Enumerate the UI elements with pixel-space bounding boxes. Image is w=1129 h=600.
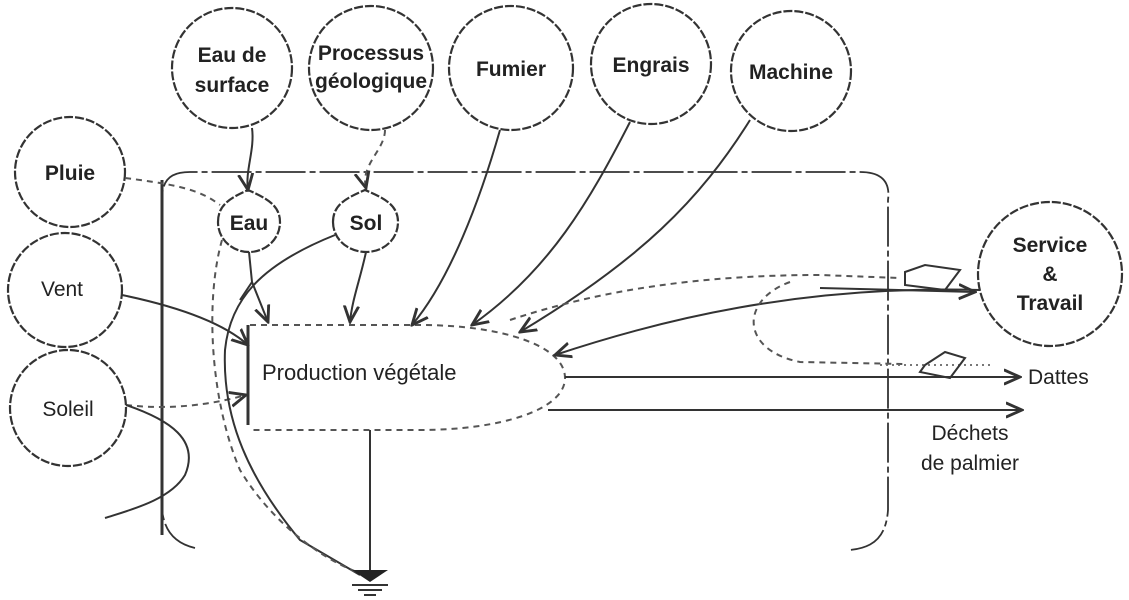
flow-sol-to-prod bbox=[350, 251, 367, 322]
flow-eau-drain bbox=[211, 239, 366, 576]
heat-sink-icon bbox=[352, 570, 388, 596]
exchange-symbol-top bbox=[904, 263, 962, 292]
flow-fumier bbox=[412, 129, 501, 325]
sol-label: Sol bbox=[350, 212, 383, 235]
storage-sol: Sol bbox=[331, 188, 400, 254]
source-fumier: Fumier bbox=[447, 4, 575, 132]
flow-eau-surface bbox=[247, 127, 252, 190]
flow-prod-to-service bbox=[509, 273, 901, 321]
flow-eau-to-prod bbox=[239, 251, 268, 322]
source-pluie: Pluie bbox=[13, 115, 127, 229]
soleil-label: Soleil bbox=[42, 398, 93, 421]
flow-vent bbox=[121, 294, 248, 345]
source-engrais: Engrais bbox=[589, 2, 713, 126]
flow-machine bbox=[520, 119, 751, 332]
machine-label: Machine bbox=[749, 61, 833, 84]
source-machine: Machine bbox=[729, 9, 853, 133]
service-label-1: Service bbox=[1013, 234, 1088, 257]
flow-service-arrow bbox=[819, 288, 975, 292]
dechets-label-1: Déchets bbox=[931, 422, 1008, 445]
source-vent: Vent bbox=[6, 231, 124, 349]
production-label: Production végétale bbox=[262, 360, 456, 385]
flow-soleil-loss bbox=[104, 404, 190, 519]
service-label-3: Travail bbox=[1017, 292, 1084, 315]
flow-service-to-prod bbox=[555, 288, 981, 355]
processus-label-2: géologique bbox=[315, 70, 427, 93]
storage-eau: Eau bbox=[216, 188, 282, 254]
flow-engrais bbox=[472, 121, 631, 325]
eau-surface-label-1: Eau de bbox=[198, 44, 267, 67]
eau-label: Eau bbox=[230, 212, 269, 235]
vent-label: Vent bbox=[41, 278, 83, 301]
feedback-loop bbox=[752, 281, 906, 365]
dechets-label-2: de palmier bbox=[921, 452, 1019, 475]
source-eau-surface: Eau de surface bbox=[170, 6, 294, 130]
flow-soleil bbox=[125, 395, 246, 408]
exchange-symbol-bottom bbox=[918, 350, 967, 380]
flow-processus bbox=[365, 129, 386, 188]
dattes-label: Dattes bbox=[1028, 366, 1089, 389]
source-processus-geologique: Processus géologique bbox=[307, 4, 435, 132]
pluie-label: Pluie bbox=[45, 162, 95, 185]
fumier-label: Fumier bbox=[476, 58, 546, 81]
flow-sol-drain bbox=[223, 234, 361, 576]
eau-surface-label-2: surface bbox=[195, 74, 270, 97]
source-soleil: Soleil bbox=[8, 348, 128, 468]
processus-label-1: Processus bbox=[318, 42, 424, 65]
source-service-travail: Service & Travail bbox=[976, 200, 1124, 348]
service-label-2: & bbox=[1042, 263, 1057, 286]
engrais-label: Engrais bbox=[612, 54, 689, 77]
flow-pluie bbox=[124, 177, 221, 206]
